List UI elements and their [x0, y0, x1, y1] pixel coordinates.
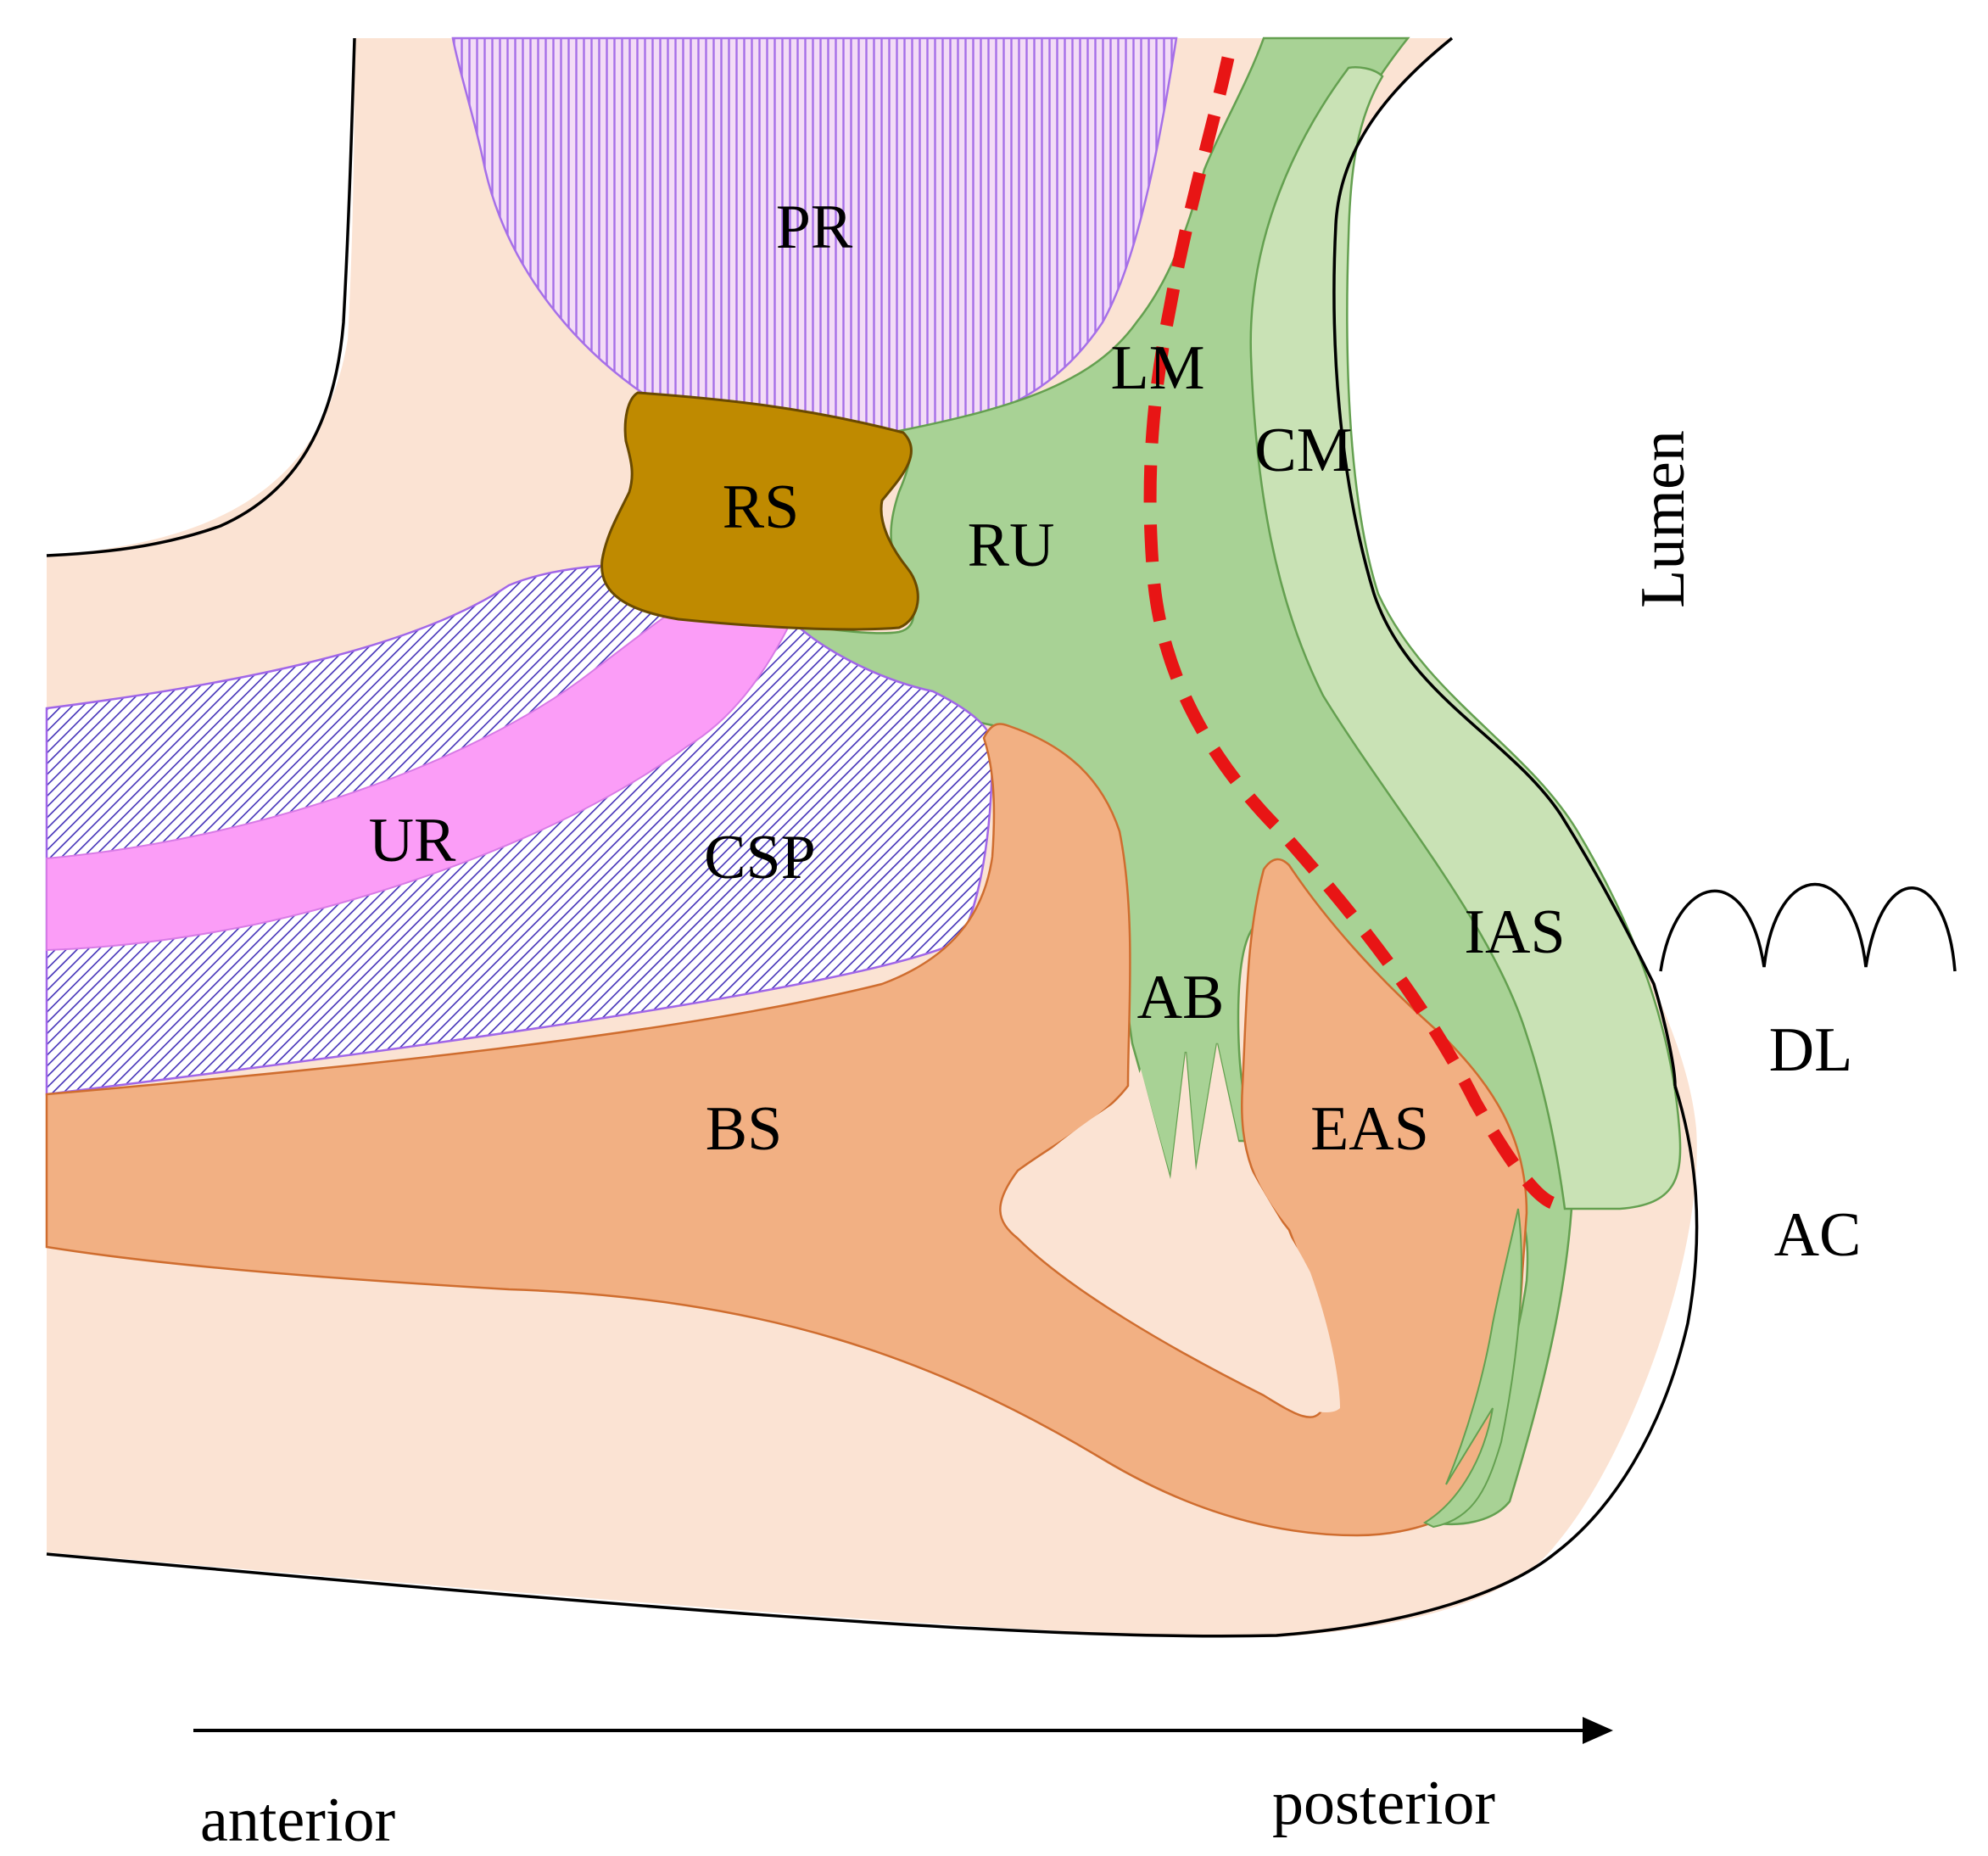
- label-rs: RS: [723, 472, 800, 542]
- label-anterior: anterior: [200, 1786, 395, 1855]
- label-ur: UR: [369, 806, 456, 875]
- eas-green-fascicle: [1422, 1208, 1522, 1529]
- label-posterior: posterior: [1272, 1769, 1495, 1838]
- label-bs: BS: [706, 1094, 783, 1164]
- label-pr: PR: [776, 193, 853, 262]
- label-ru: RU: [968, 511, 1055, 580]
- label-ac: AC: [1774, 1200, 1862, 1270]
- posterior-lower-contour: [46, 1085, 1699, 1638]
- label-dl: DL: [1769, 1015, 1853, 1085]
- label-csp: CSP: [704, 823, 816, 892]
- label-cm: CM: [1254, 416, 1352, 485]
- cm-ias-muscle: [1249, 66, 1682, 1210]
- dashed-boundary-line: [1143, 56, 1555, 1209]
- label-ab: AB: [1137, 963, 1225, 1032]
- label-ias: IAS: [1464, 897, 1565, 967]
- rs-region: [600, 391, 919, 631]
- label-lm: LM: [1111, 333, 1205, 403]
- dl-folds: [1659, 883, 1957, 972]
- label-eas: EAS: [1310, 1094, 1429, 1164]
- anterior-upper-contour: [46, 37, 356, 557]
- ur-region: [46, 602, 795, 952]
- label-lumen: Lumen: [1628, 430, 1698, 608]
- posterior-upper-contour: [1332, 36, 1677, 1087]
- bs-inner-gap: [1008, 1043, 1340, 1412]
- arrow-head-icon: [1583, 1717, 1613, 1744]
- bs-region: [45, 723, 1528, 1537]
